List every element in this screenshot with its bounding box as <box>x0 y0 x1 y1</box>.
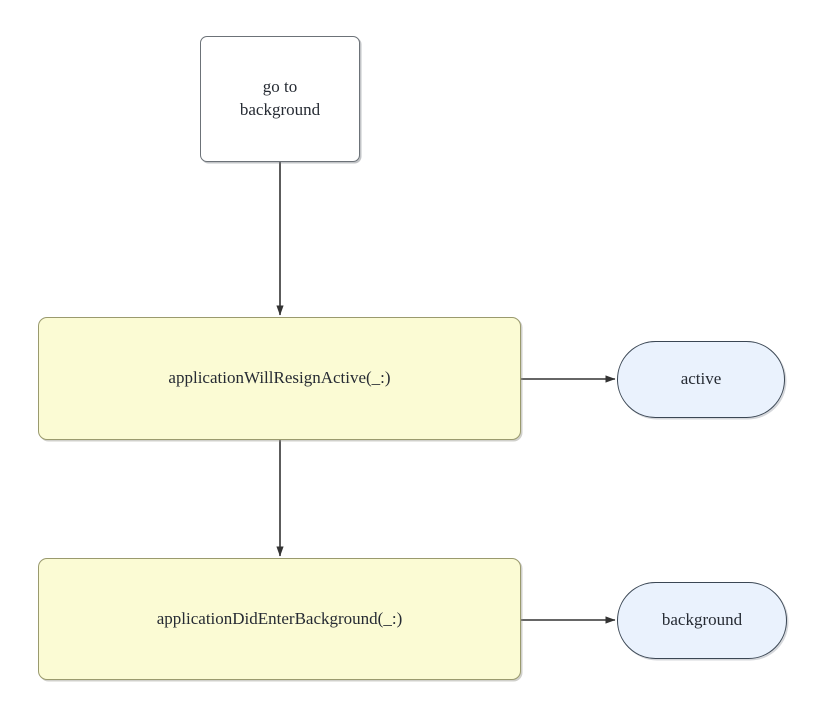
node-application-did-enter-background[interactable]: applicationDidEnterBackground(_:) <box>38 558 521 680</box>
node-background-label: background <box>661 610 743 630</box>
node-application-will-resign-active-label: applicationWillResignActive(_:) <box>168 368 391 388</box>
node-go-to-background-label: go to background <box>239 77 321 119</box>
node-application-did-enter-background-label: applicationDidEnterBackground(_:) <box>156 608 403 628</box>
node-active-label: active <box>680 369 722 389</box>
node-background[interactable]: background <box>617 582 787 659</box>
node-application-will-resign-active[interactable]: applicationWillResignActive(_:) <box>38 317 521 440</box>
node-go-to-background[interactable]: go to background <box>200 36 360 162</box>
node-active[interactable]: active <box>617 341 785 418</box>
